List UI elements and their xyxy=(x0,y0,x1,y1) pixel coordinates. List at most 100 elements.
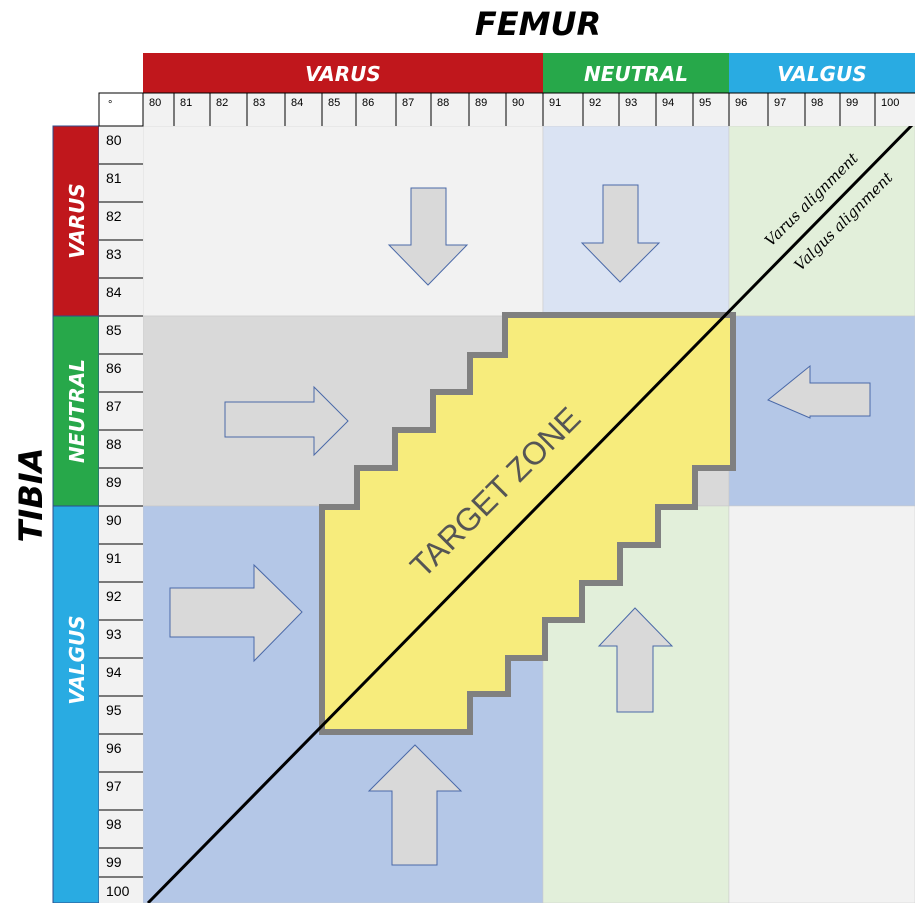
femur-degree-cell xyxy=(322,93,356,126)
tibia-degree-cell xyxy=(99,810,143,848)
femur-degree-cell xyxy=(396,93,431,126)
femur-degree-label: 95 xyxy=(699,97,711,109)
tibia-degree-label: 81 xyxy=(106,170,122,186)
femur-band-varus xyxy=(143,53,543,93)
tibia-degree-label: 99 xyxy=(106,854,122,870)
tibia-degree-label: 100 xyxy=(106,883,130,899)
tibia-degree-label: 82 xyxy=(106,208,122,224)
tibia-degree-label: 97 xyxy=(106,778,122,794)
femur-degree-label: 81 xyxy=(180,97,192,109)
tibia-degree-cell xyxy=(99,848,143,877)
tibia-title: TIBIA xyxy=(12,448,50,543)
femur-degree-label: 84 xyxy=(291,97,303,109)
tibia-degree-label: 90 xyxy=(106,512,122,528)
femur-degree-cell xyxy=(247,93,285,126)
tibia-degree-cell xyxy=(99,278,143,316)
tibia-degree-label: 98 xyxy=(106,816,122,832)
right-arrow-icon xyxy=(169,563,303,663)
up-arrow-icon xyxy=(367,744,463,866)
femur-title: FEMUR xyxy=(475,5,601,43)
tibia-degree-cell xyxy=(99,696,143,734)
tibia-degree-label: 91 xyxy=(106,550,122,566)
neutral-diagonal-line xyxy=(146,120,915,903)
femur-degree-cell xyxy=(729,93,768,126)
femur-degree-cell xyxy=(619,93,656,126)
femur-degree-label: 89 xyxy=(475,97,487,109)
correction-arrows xyxy=(169,184,871,866)
femur-degree-label: 80 xyxy=(149,97,161,109)
tibia-band-label: VARUS xyxy=(65,183,89,259)
tibia-degree-cell xyxy=(99,506,143,544)
femur-degree-label: 100 xyxy=(881,97,899,109)
tibia-degree-label: 92 xyxy=(106,588,122,604)
tibia-degree-cell xyxy=(99,392,143,430)
down-arrow-icon xyxy=(387,187,469,286)
target-zone xyxy=(319,312,736,735)
right-arrow-icon xyxy=(224,385,349,457)
tibia-degree-cell xyxy=(99,772,143,810)
femur-degree-label: 88 xyxy=(437,97,449,109)
tibia-degree-cell xyxy=(99,430,143,468)
tibia-degree-label: 84 xyxy=(106,284,122,300)
femur-degree-cell xyxy=(543,93,583,126)
tibia-degree-cell xyxy=(99,354,143,392)
up-arrow-icon xyxy=(597,607,674,713)
tibia-degree-cell xyxy=(99,164,143,202)
femur-band-label: NEUTRAL xyxy=(584,62,688,86)
tibia-degree-cell xyxy=(99,240,143,278)
tibia-degree-label: 93 xyxy=(106,626,122,642)
tibia-band-valgus xyxy=(52,505,100,903)
femur-degree-cell xyxy=(356,93,396,126)
tibia-degree-label: 86 xyxy=(106,360,122,376)
femur-degree-label: 97 xyxy=(774,97,786,109)
degree-symbol: ° xyxy=(108,99,112,111)
femur-degree-label: 82 xyxy=(216,97,228,109)
region-cell xyxy=(728,125,915,317)
femur-degree-cell xyxy=(583,93,619,126)
tibia-band-label: NEUTRAL xyxy=(65,359,89,463)
femur-degree-cell xyxy=(693,93,729,126)
tibia-degree-label: 87 xyxy=(106,398,122,414)
femur-degree-cell xyxy=(805,93,840,126)
tibia-degree-label: 94 xyxy=(106,664,122,680)
femur-band-label: VALGUS xyxy=(777,62,866,86)
tibia-band-varus xyxy=(52,125,100,317)
femur-degree-cell xyxy=(174,93,210,126)
femur-degree-cell xyxy=(285,93,322,126)
femur-band-valgus xyxy=(729,53,915,93)
tibia-degree-cell xyxy=(99,468,143,506)
femur-band-neutral xyxy=(543,53,729,93)
degree-headers: VARUS NEUTRAL VALGUS VARUS NEUTRAL VALGUS ° 80 8… xyxy=(52,53,915,903)
femur-degree-label: 99 xyxy=(846,97,858,109)
femur-degree-cell xyxy=(506,93,543,126)
femur-degree-label: 91 xyxy=(549,97,561,109)
tibia-degree-label: 85 xyxy=(106,322,122,338)
tibia-degree-cell xyxy=(99,544,143,582)
tibia-band-label: VALGUS xyxy=(65,615,89,704)
tibia-degree-cell xyxy=(99,734,143,772)
region-cell xyxy=(142,125,544,317)
femur-degree-label: 87 xyxy=(402,97,414,109)
tibia-degree-cell xyxy=(99,126,143,164)
femur-degree-label: 94 xyxy=(662,97,674,109)
tibia-degree-label: 80 xyxy=(106,132,122,148)
tibia-degree-cell xyxy=(99,877,143,903)
corner-cell xyxy=(98,92,144,127)
femur-degree-cell xyxy=(656,93,693,126)
femur-degree-label: 98 xyxy=(811,97,823,109)
femur-degree-label: 93 xyxy=(625,97,637,109)
down-arrow-icon xyxy=(580,184,661,283)
tibia-degree-cell xyxy=(99,202,143,240)
femur-band-label: VARUS xyxy=(305,62,381,86)
femur-degree-label: 92 xyxy=(589,97,601,109)
tibia-degree-label: 88 xyxy=(106,436,122,452)
tibia-degree-label: 95 xyxy=(106,702,122,718)
tibia-degree-label: 89 xyxy=(106,474,122,490)
femur-degree-cell xyxy=(840,93,875,126)
femur-degree-label: 90 xyxy=(512,97,524,109)
tibia-degree-cell xyxy=(99,316,143,354)
femur-degree-cell xyxy=(143,93,174,126)
femur-degree-label: 96 xyxy=(735,97,747,109)
femur-degree-label: 85 xyxy=(328,97,340,109)
